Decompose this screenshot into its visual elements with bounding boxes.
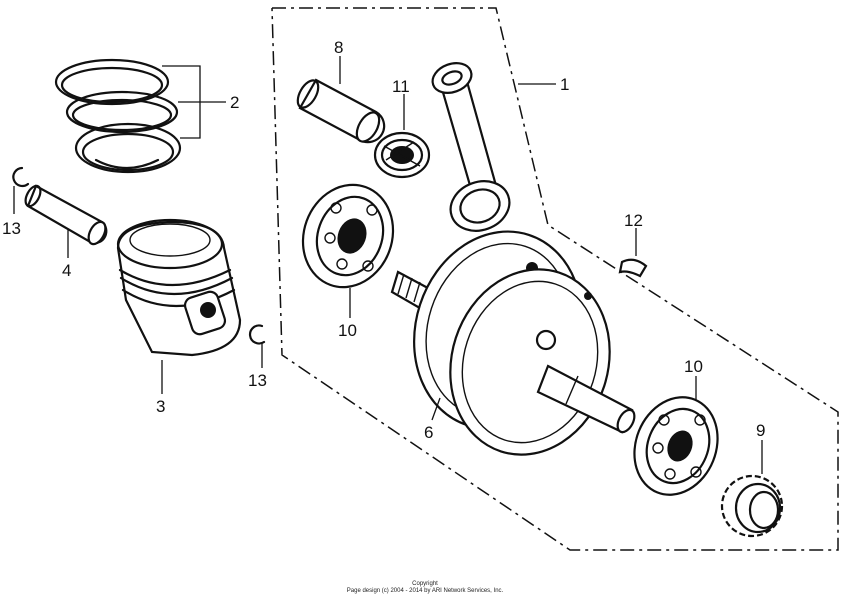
callout-9: 9 — [756, 421, 765, 440]
timing-sprocket[interactable] — [720, 474, 784, 538]
connecting-rod[interactable] — [428, 58, 516, 239]
ball-bearing-right[interactable] — [620, 385, 732, 508]
callout-12: 12 — [624, 211, 643, 230]
circlip-left[interactable] — [12, 166, 30, 188]
callout-13-right: 13 — [248, 371, 267, 390]
piston-pin[interactable] — [23, 183, 109, 246]
needle-bearing[interactable] — [373, 131, 431, 179]
crankshaft[interactable] — [389, 210, 638, 476]
callout-11: 11 — [392, 77, 410, 96]
leader-lines — [13, 56, 763, 474]
callout-4: 4 — [62, 261, 71, 280]
copyright-notice: Page design (c) 2004 - 2014 by ARI Netwo… — [346, 588, 504, 594]
woodruff-key[interactable] — [618, 258, 648, 278]
copyright-label: Copyright — [412, 581, 438, 587]
callout-13-left: 13 — [2, 219, 21, 238]
piston[interactable] — [116, 218, 242, 357]
callout-10-right: 10 — [684, 357, 703, 376]
circlip-right[interactable] — [248, 324, 266, 345]
callout-1: 1 — [560, 75, 569, 94]
ball-bearing-left[interactable] — [289, 172, 407, 300]
crank-pin[interactable] — [294, 77, 386, 145]
callout-10-left: 10 — [338, 321, 357, 340]
piston-rings[interactable] — [54, 58, 182, 174]
assembly-boundary — [271, 7, 839, 551]
callout-2: 2 — [230, 93, 239, 112]
callout-6: 6 — [424, 423, 433, 442]
callout-8: 8 — [334, 38, 343, 57]
callout-3: 3 — [156, 397, 165, 416]
